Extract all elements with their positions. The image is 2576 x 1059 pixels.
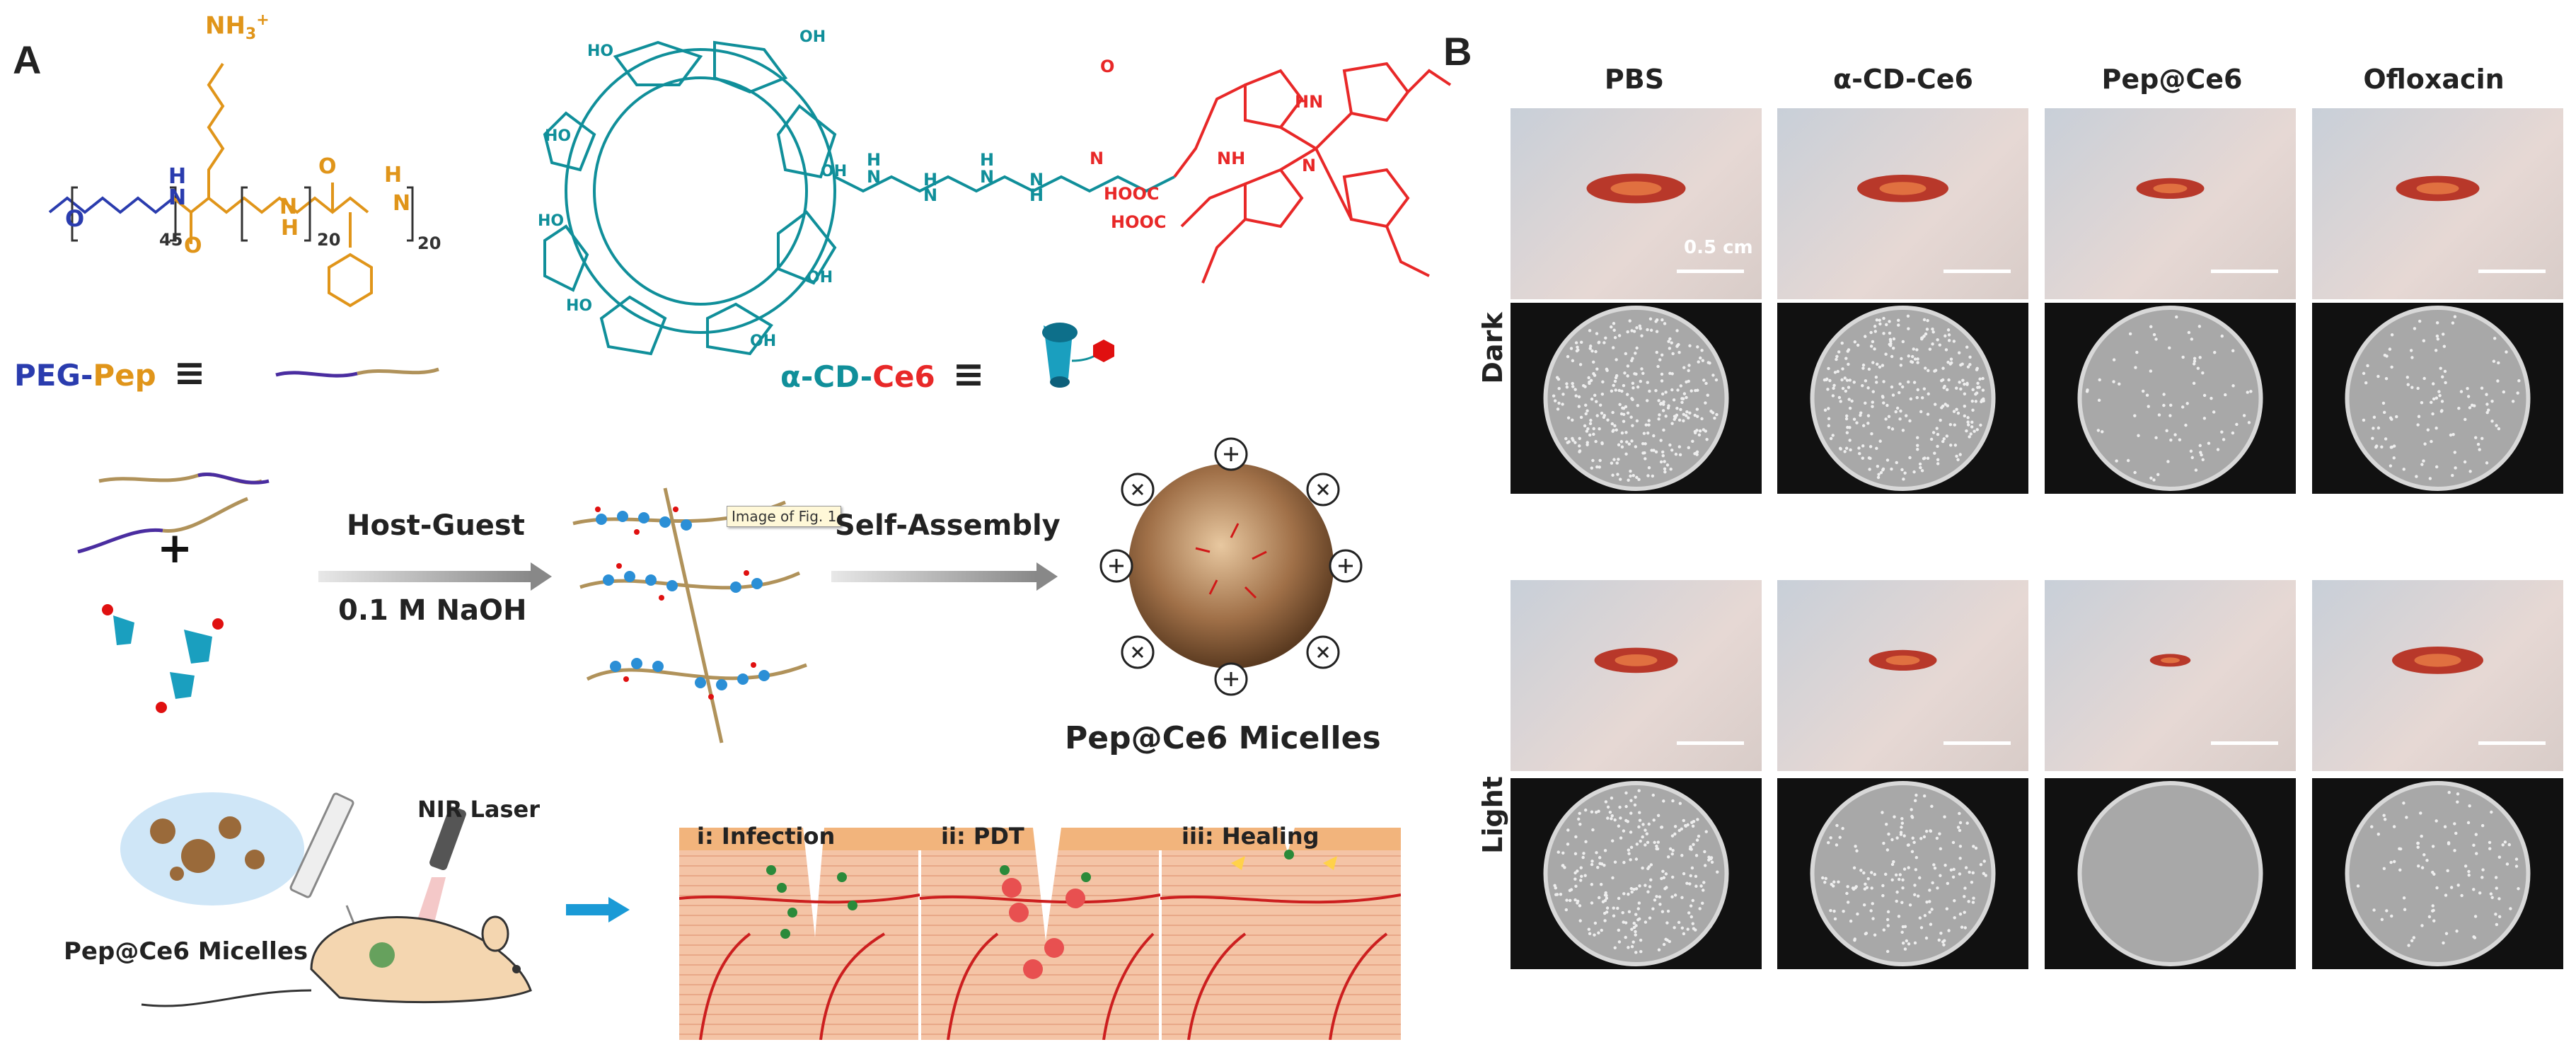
cd-oh-3: HO bbox=[545, 127, 572, 145]
linker-n3: N bbox=[980, 167, 995, 187]
peg-amide-h: H bbox=[168, 164, 187, 189]
self-assembly-label: Self-Assembly bbox=[835, 509, 1061, 542]
nh3-label: NH3+ bbox=[205, 11, 270, 44]
cd-oh-5: HO bbox=[566, 297, 593, 315]
cd-oh-8: OH bbox=[821, 163, 848, 180]
therapy-micelles-label: Pep@Ce6 Micelles bbox=[64, 937, 308, 966]
plus-sign: + bbox=[157, 523, 193, 573]
terminal-n: N bbox=[393, 191, 411, 216]
host-guest-label: Host-Guest bbox=[347, 509, 525, 542]
column-header-ofloxacin: Ofloxacin bbox=[2363, 64, 2505, 95]
wound-photo bbox=[1511, 108, 1762, 299]
peg-subscript-45: 45 bbox=[159, 230, 183, 250]
terminal-h: H bbox=[384, 163, 403, 187]
wound-photo bbox=[2312, 580, 2563, 771]
linker-n4: N bbox=[1029, 170, 1044, 190]
peg-pep-cartoon bbox=[275, 367, 439, 378]
cd-ce6-structure bbox=[543, 40, 1452, 356]
panel-a-letter: A bbox=[13, 37, 42, 82]
ce6-hooc-2: HOOC bbox=[1111, 212, 1167, 232]
ce6-hn: HN bbox=[1295, 92, 1324, 112]
free-components bbox=[77, 473, 270, 713]
pep-carbonyl-o2: O bbox=[184, 233, 202, 258]
pep-amide-n: N bbox=[279, 195, 298, 219]
linker-h1: H bbox=[867, 150, 882, 170]
cd-oh-7: OH bbox=[807, 269, 833, 287]
wound-photo bbox=[2045, 580, 2296, 771]
image-tooltip: Image of Fig. 1 bbox=[727, 506, 842, 527]
bacterial-plate-photo bbox=[1777, 778, 2028, 969]
column-header-cd-ce6: α-CD-Ce6 bbox=[1833, 64, 1973, 95]
cd-ce6-name: α-CD-Ce6 ≡ bbox=[780, 352, 985, 396]
cd-oh-1: HO bbox=[587, 42, 614, 60]
ce6-hooc-1: HOOC bbox=[1104, 184, 1160, 204]
therapy-arrow bbox=[566, 897, 630, 922]
bacterial-plate-photo bbox=[2045, 778, 2296, 969]
stage-pdt: ii: PDT bbox=[941, 823, 1024, 850]
wound-photo bbox=[2312, 108, 2563, 299]
wound-photo bbox=[1777, 580, 2028, 771]
cd-ce6-cartoon bbox=[1042, 323, 1114, 388]
pep-amide-h: H bbox=[281, 216, 299, 241]
pep-subscript-20b: 20 bbox=[417, 233, 441, 253]
cd-oh-4: HO bbox=[538, 212, 565, 230]
cd-oh-2: OH bbox=[799, 28, 826, 46]
naoh-label: 0.1 M NaOH bbox=[338, 594, 527, 627]
nir-laser-label: NIR Laser bbox=[417, 796, 540, 823]
mouse-treatment-illustration bbox=[120, 792, 532, 1007]
arrow-host-guest bbox=[318, 562, 552, 591]
bacterial-plate-photo bbox=[1777, 303, 2028, 494]
linker-n2: N bbox=[923, 185, 938, 205]
peg-pep-structure bbox=[48, 62, 414, 308]
peg-amide-n: N bbox=[168, 185, 187, 210]
column-header-pep-ce6: Pep@Ce6 bbox=[2101, 64, 2243, 95]
micelle-illustration bbox=[1099, 437, 1363, 696]
pep-subscript-20a: 20 bbox=[317, 230, 341, 250]
skin-healing-panels bbox=[679, 828, 1401, 1040]
ce6-o: O bbox=[1100, 57, 1115, 76]
peg-pep-name: PEG-Pep ≡ bbox=[14, 350, 206, 395]
arrow-self-assembly bbox=[831, 562, 1058, 591]
bacterial-plate-photo bbox=[2312, 778, 2563, 969]
scale-bar-label: 0.5 cm bbox=[1684, 237, 1753, 258]
row-label-dark: Dark bbox=[1477, 312, 1508, 384]
panel-b-letter: B bbox=[1443, 29, 1472, 74]
linker-h2: H bbox=[923, 170, 938, 190]
column-header-pbs: PBS bbox=[1604, 64, 1665, 95]
ce6-n1: N bbox=[1090, 149, 1104, 168]
wound-photo bbox=[1777, 108, 2028, 299]
bacterial-plate-photo bbox=[2045, 303, 2296, 494]
stage-infection: i: Infection bbox=[697, 823, 836, 850]
stage-healing: iii: Healing bbox=[1182, 823, 1319, 850]
cd-oh-6: OH bbox=[750, 332, 777, 350]
row-label-light: Light bbox=[1477, 776, 1508, 854]
peg-oxygen: O bbox=[65, 205, 85, 232]
linker-n1: N bbox=[867, 167, 882, 187]
linker-h3: H bbox=[980, 150, 995, 170]
bacterial-plate-photo bbox=[1511, 778, 1762, 969]
wound-photo bbox=[1511, 580, 1762, 771]
bacterial-plate-photo bbox=[1511, 303, 1762, 494]
linker-h4: H bbox=[1029, 185, 1044, 205]
ce6-n2: N bbox=[1302, 156, 1317, 175]
wound-photo bbox=[2045, 108, 2296, 299]
micelle-label: Pep@Ce6 Micelles bbox=[1065, 720, 1381, 756]
bacterial-plate-photo bbox=[2312, 303, 2563, 494]
pep-carbonyl-o: O bbox=[318, 154, 337, 179]
ce6-nh: NH bbox=[1217, 149, 1246, 168]
